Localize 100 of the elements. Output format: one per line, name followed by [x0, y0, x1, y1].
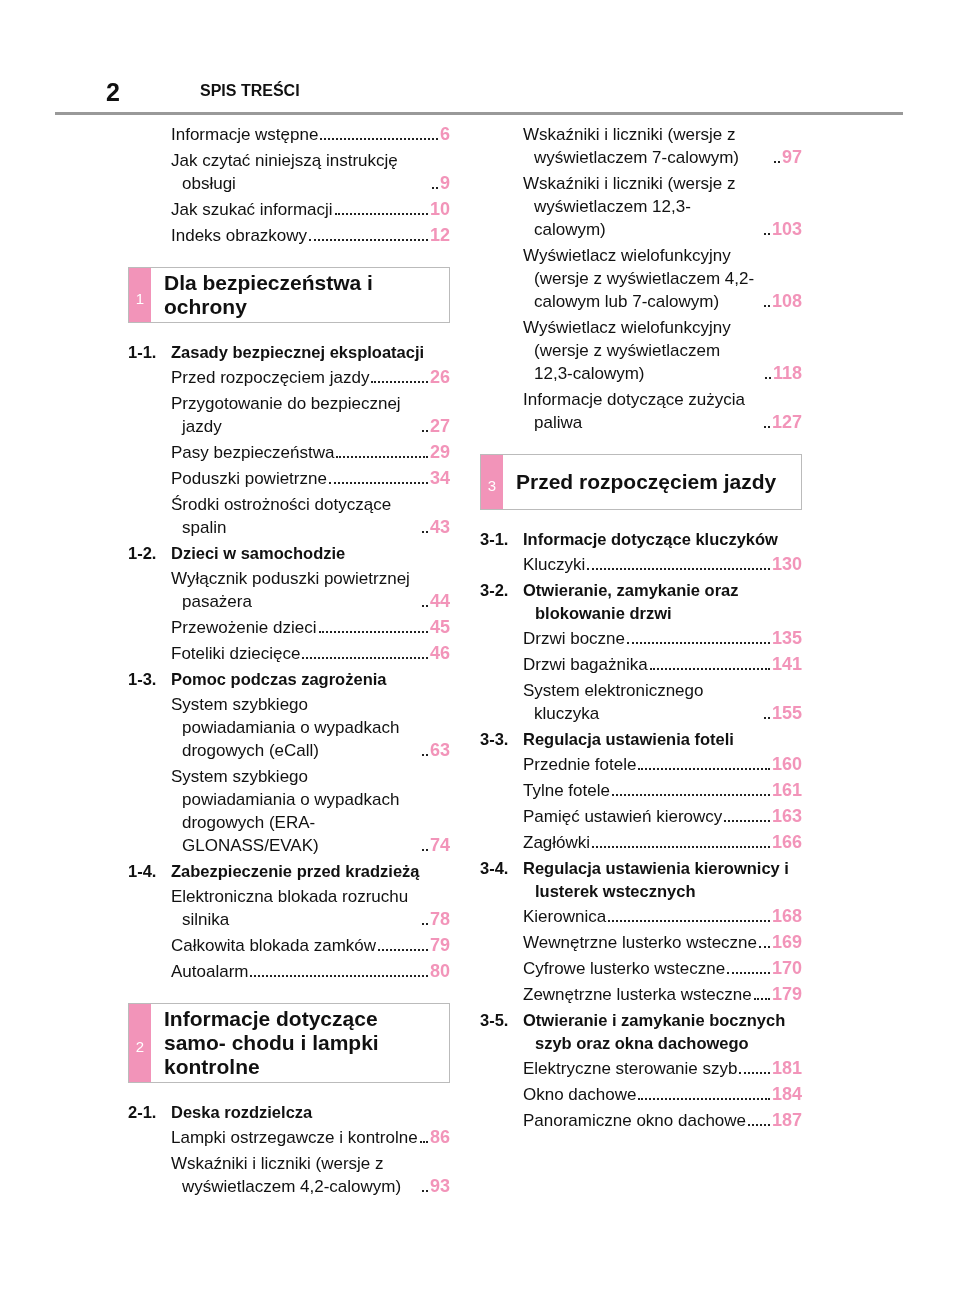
page-number: 2 — [106, 78, 120, 107]
entry-title: Przednie fotele — [523, 754, 637, 776]
page-number: 118 — [772, 362, 802, 385]
section-number: 3-5. — [480, 1010, 510, 1031]
chapter-heading-box — [128, 1003, 450, 1083]
chapter-title: Dla bezpieczeństwa i ochrony — [163, 270, 374, 320]
entry-title: Zewnętrzne lusterka wsteczne — [523, 984, 752, 1006]
entry-title: Jak szukać informacji — [171, 199, 333, 221]
page-number: 181 — [771, 1057, 802, 1080]
section-title: Regulacja ustawienia kierownicy i lusterek wstecznych — [523, 858, 790, 902]
entry-title: Pasy bezpieczeństwa — [171, 442, 335, 464]
entry-title: Poduszki powietrzne — [171, 468, 327, 490]
entry-title: Środki ostrożności dotyczące spalin — [171, 494, 393, 539]
entry-title: Jak czytać niniejszą instrukcję obsługi — [171, 150, 399, 195]
entry-title: Foteliki dziecięce — [171, 643, 301, 665]
entry-title: Pamięć ustawień kierowcy — [523, 806, 723, 828]
entry-title: Okno dachowe — [523, 1084, 637, 1106]
section-number: 1-2. — [128, 543, 158, 564]
chapter-number-tab: 3 — [481, 455, 503, 509]
page-number: 170 — [771, 957, 802, 980]
entry-title: Kierownica — [523, 906, 607, 928]
page-number: 34 — [429, 467, 450, 490]
entry-title: System elektronicznego kluczyka — [523, 680, 705, 725]
section-number: 3-4. — [480, 858, 510, 879]
entry-title: Lampki ostrzegawcze i kontrolne — [171, 1127, 418, 1149]
entry-title: System szybkiego powiadamiania o wypadkach drogowych (ERA-GLONASS/EVAK) — [171, 766, 401, 857]
entry-title: Cyfrowe lusterko wsteczne — [523, 958, 726, 980]
page-number: 10 — [429, 198, 450, 221]
page-number: 46 — [429, 642, 450, 665]
entry-title: Informacje dotyczące zużycia paliwa — [523, 389, 747, 434]
section-number: 2-1. — [128, 1102, 158, 1123]
section-title: Pomoc podczas zagrożenia — [171, 669, 387, 690]
page-number: 169 — [771, 931, 802, 954]
chapter-number-tab: 2 — [129, 1004, 151, 1082]
page-number: 63 — [429, 739, 450, 762]
page-number: 43 — [429, 516, 450, 539]
chapter-title: Przed rozpoczęciem jazdy — [515, 469, 778, 495]
entry-title: Zagłówki — [523, 832, 591, 854]
page-number: 187 — [771, 1109, 802, 1132]
page-number: 127 — [771, 411, 802, 434]
page-number: 130 — [771, 553, 802, 576]
section-number: 3-2. — [480, 580, 510, 601]
page-number: 9 — [440, 172, 450, 195]
entry-title: Wskaźniki i liczniki (wersje z wyświetlaczem 12,3-calowym) — [523, 173, 737, 241]
section-number: 3-3. — [480, 729, 510, 750]
section-number: 1-3. — [128, 669, 158, 690]
page-number: 80 — [429, 960, 450, 983]
page-number: 93 — [429, 1175, 450, 1198]
page-number: 45 — [429, 616, 450, 639]
section-number: 1-4. — [128, 861, 158, 882]
page-number: 97 — [781, 146, 802, 169]
entry-title: Przed rozpoczęciem jazdy — [171, 367, 370, 389]
page-number: 168 — [771, 905, 802, 928]
section-title: Otwieranie i zamykanie bocznych szyb oraz okna dachowego — [523, 1010, 787, 1054]
entry-title: Wskaźniki i liczniki (wersje z wyświetlaczem 4,2-calowym) — [171, 1153, 403, 1198]
section-title: Regulacja ustawienia foteli — [523, 729, 734, 750]
page-number: 155 — [771, 702, 802, 725]
entry-title: Drzwi boczne — [523, 628, 626, 650]
section-title: Zabezpieczenie przed kradzieżą — [171, 861, 420, 882]
section-title: Zasady bezpiecznej eksploatacji — [171, 342, 425, 363]
page-number: 12 — [429, 224, 450, 247]
page-number: 160 — [771, 753, 802, 776]
page-number: 166 — [771, 831, 802, 854]
page-number: 161 — [771, 779, 802, 802]
page-number: 26 — [429, 366, 450, 389]
page-number: 103 — [771, 218, 802, 241]
page-number: 184 — [771, 1083, 802, 1106]
page-number: 78 — [429, 908, 450, 931]
entry-title: Tylne fotele — [523, 780, 610, 802]
page-number: 108 — [771, 290, 802, 313]
entry-title: Drzwi bagażnika — [523, 654, 648, 676]
page-number: 86 — [429, 1126, 450, 1149]
page-number: 44 — [429, 590, 450, 613]
entry-title: Panoramiczne okno dachowe — [523, 1110, 747, 1132]
entry-title: Wewnętrzne lusterko wsteczne — [523, 932, 757, 954]
section-title: Informacje dotyczące kluczyków — [523, 529, 778, 550]
chapter-heading-box — [128, 267, 450, 323]
entry-title: Przewożenie dzieci — [171, 617, 317, 639]
page-number: 141 — [771, 653, 802, 676]
entry-title: Elektroniczna blokada rozruchu silnika — [171, 886, 410, 931]
entry-title: Kluczyki — [523, 554, 586, 576]
chapter-heading-box — [480, 454, 802, 510]
entry-title: Przygotowanie do bezpiecznej jazdy — [171, 393, 402, 438]
section-title: Deska rozdzielcza — [171, 1102, 313, 1123]
entry-title: Całkowita blokada zamków — [171, 935, 377, 957]
page-number: 79 — [429, 934, 450, 957]
entry-title: Wyłącznik poduszki powietrznej pasażera — [171, 568, 411, 613]
section-title: Dzieci w samochodzie — [171, 543, 346, 564]
entry-title: Wskaźniki i liczniki (wersje z wyświetlaczem 7-calowym) — [523, 124, 740, 169]
section-number: 1-1. — [128, 342, 158, 363]
running-header: SPIS TREŚCI — [200, 82, 300, 100]
chapter-number-tab: 1 — [129, 268, 151, 322]
section-title: Otwieranie, zamykanie oraz blokowanie drzwi — [523, 580, 740, 624]
entry-title: System szybkiego powiadamiania o wypadkach drogowych (eCall) — [171, 694, 401, 762]
page-number: 74 — [429, 834, 450, 857]
entry-title: Indeks obrazkowy — [171, 225, 308, 247]
entry-title: Informacje wstępne — [171, 124, 319, 146]
page-number: 29 — [429, 441, 450, 464]
page-number: 6 — [440, 123, 450, 146]
entry-title: Wyświetlacz wielofunkcyjny (wersje z wyświetlaczem 4,2-calowym lub 7-calowym) — [523, 245, 756, 313]
